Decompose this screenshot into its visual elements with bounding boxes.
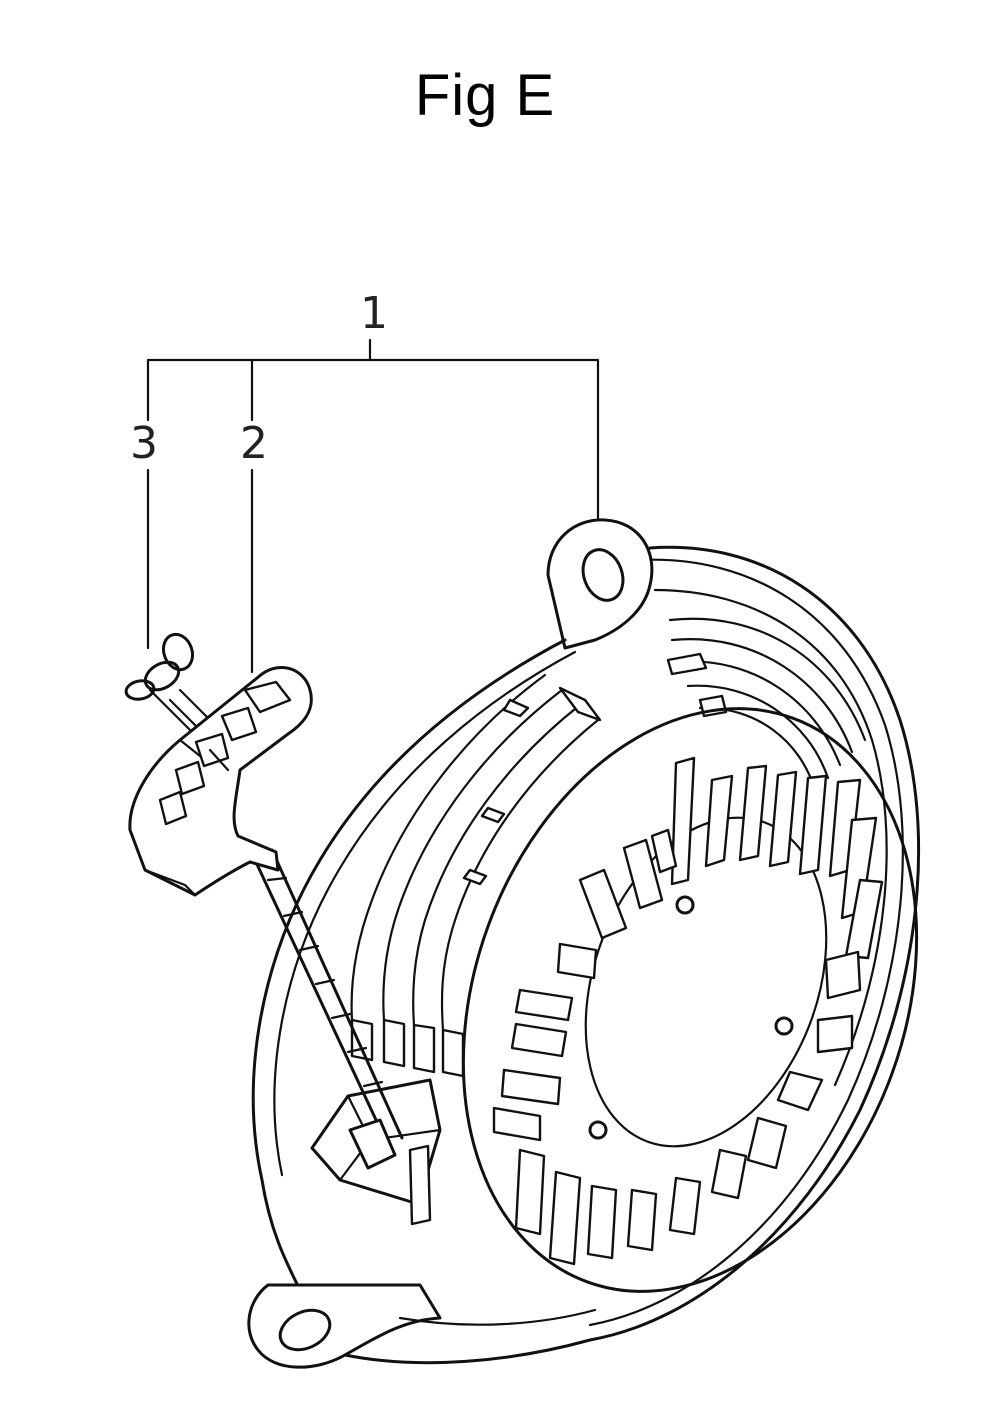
rope-knot bbox=[124, 632, 202, 742]
disc-hole bbox=[588, 1120, 608, 1140]
callout-group: 1 3 2 bbox=[130, 288, 600, 674]
callout-label-3: 3 bbox=[130, 418, 158, 469]
callout-label-1: 1 bbox=[360, 288, 388, 339]
housing-bottom-rim bbox=[343, 1338, 592, 1365]
housing-outer-flange bbox=[251, 638, 567, 1292]
housing-bottom-rim-inner bbox=[398, 1308, 597, 1326]
bottom-mounting-ear bbox=[247, 1283, 442, 1369]
housing-rear-rim-inner-2 bbox=[653, 588, 888, 1087]
starter-housing bbox=[247, 518, 921, 1369]
disc-hole bbox=[774, 1016, 794, 1036]
left-ribs bbox=[350, 673, 602, 1078]
housing-flange-inner bbox=[273, 650, 577, 1177]
housing-rear-rim-inner bbox=[588, 558, 904, 1327]
figure-title: Fig E bbox=[414, 63, 556, 128]
bottom-ear-hole bbox=[278, 1308, 332, 1352]
upper-fins bbox=[666, 617, 867, 792]
leader-line-1-bracket bbox=[146, 338, 600, 520]
top-ear-hole bbox=[581, 548, 625, 602]
front-disc-hub bbox=[584, 816, 828, 1148]
front-disc-outer bbox=[461, 707, 919, 1293]
disc-vent-slots bbox=[492, 756, 884, 1266]
callout-label-2: 2 bbox=[240, 418, 268, 469]
top-mounting-ear bbox=[546, 518, 654, 650]
disc-hole bbox=[675, 895, 695, 915]
starter-handle bbox=[128, 665, 313, 897]
